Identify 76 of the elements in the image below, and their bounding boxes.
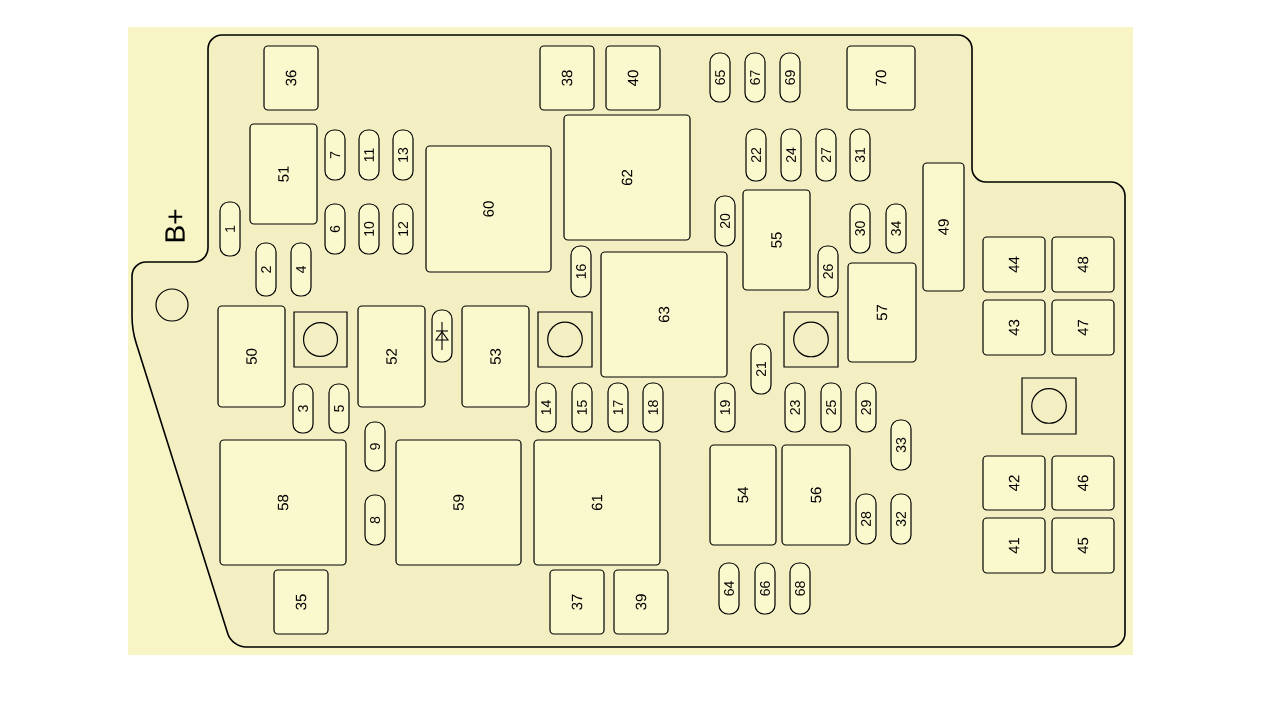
fuse: 16 [570, 245, 592, 298]
relay-box: 62 [563, 114, 691, 241]
relay-box: 36 [263, 45, 319, 111]
fuse: 26 [817, 245, 839, 298]
relay-box: 51 [249, 123, 318, 225]
fuse: 20 [714, 195, 736, 247]
mounting-bracket [1021, 377, 1077, 435]
relay-box: 40 [605, 45, 661, 111]
relay-box: 50 [217, 305, 286, 408]
mounting-bracket [293, 311, 348, 368]
relay-box: 35 [273, 569, 329, 635]
fuse: 12 [392, 203, 414, 255]
mounting-bracket [537, 311, 593, 368]
fuse: 14 [535, 382, 557, 433]
fuse: 29 [855, 382, 877, 433]
fuse: 11 [358, 129, 380, 181]
fuse: 17 [607, 382, 629, 433]
fuse: 3 [292, 383, 314, 434]
fuse: 19 [714, 382, 736, 433]
relay-box: 55 [742, 189, 811, 291]
relay-box: 37 [549, 569, 605, 635]
fuse: 66 [754, 562, 776, 615]
relay-box: 49 [922, 162, 965, 292]
fuse: 4 [290, 242, 312, 297]
relay-box: 44 [982, 236, 1046, 293]
relay-box: 52 [357, 305, 426, 408]
fuse: 67 [744, 52, 766, 103]
diode-fuse [431, 309, 453, 363]
fuse: 15 [571, 382, 593, 433]
relay-box: 54 [709, 444, 777, 546]
fuse: 8 [364, 494, 386, 546]
relay-box: 57 [847, 262, 917, 363]
relay-box: 48 [1051, 236, 1115, 293]
fuse: 25 [820, 382, 842, 433]
fuse: 27 [815, 128, 837, 182]
relay-box: 46 [1051, 455, 1115, 511]
relay-box: 59 [395, 439, 522, 566]
fuse: 24 [780, 128, 802, 182]
fuse: 32 [890, 493, 912, 545]
fuse: 9 [364, 421, 386, 472]
relay-box: 39 [613, 569, 669, 635]
fuse: 33 [890, 419, 912, 471]
relay-box: 38 [539, 45, 595, 111]
relay-box: 61 [533, 439, 661, 566]
fuse: 1 [219, 201, 241, 257]
relay-box: 56 [781, 444, 851, 546]
fuse: 18 [642, 382, 664, 433]
terminal-label: B+ [165, 209, 185, 242]
relay-box: 41 [982, 517, 1046, 574]
fuse: 28 [855, 493, 877, 545]
fuse: 5 [328, 383, 350, 434]
fuse: 7 [324, 129, 346, 181]
relay-box: 53 [461, 305, 530, 408]
relay-box: 47 [1051, 299, 1115, 356]
fuse: 30 [849, 203, 871, 254]
fuse: 2 [255, 242, 277, 297]
fuse: 22 [745, 128, 767, 182]
fuse: 21 [750, 343, 772, 395]
relay-box: 45 [1051, 517, 1115, 574]
relay-box: 63 [600, 251, 728, 378]
mounting-bracket [783, 311, 839, 368]
relay-box: 42 [982, 455, 1046, 511]
relay-box: 58 [219, 439, 347, 566]
fuse: 34 [885, 203, 907, 254]
fuse: 31 [849, 128, 871, 182]
relay-box: 43 [982, 299, 1046, 356]
fuse: 65 [709, 52, 731, 103]
relay-box: 60 [425, 145, 552, 273]
fuse: 23 [784, 382, 806, 433]
fuse: 64 [718, 562, 740, 615]
relay-box: 70 [846, 45, 916, 111]
fuse: 13 [392, 129, 414, 181]
fuse: 10 [358, 203, 380, 255]
fuse: 6 [324, 203, 346, 255]
fuse: 69 [779, 52, 801, 103]
fuse: 68 [789, 562, 811, 615]
